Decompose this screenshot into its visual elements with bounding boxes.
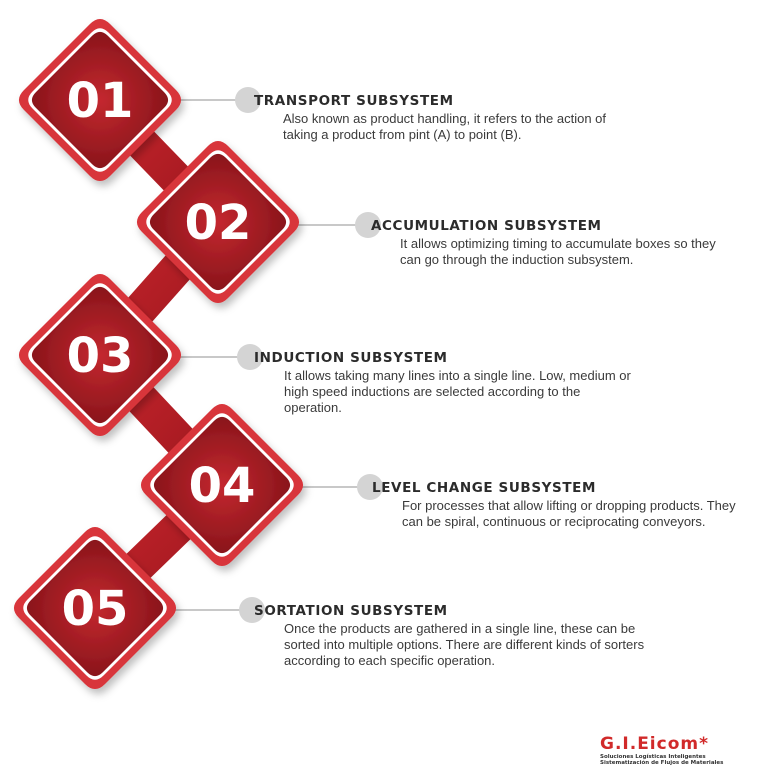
step-title: TRANSPORT SUBSYSTEM [254, 93, 454, 109]
leader-dot [357, 474, 383, 500]
diamond-inner [26, 539, 164, 677]
diamond-inner [153, 416, 291, 554]
description-line: high speed inductions are selected accor… [284, 384, 581, 399]
description-line: can be spiral, continuous or reciprocati… [402, 514, 706, 529]
step-number: 02 [185, 195, 252, 251]
step-description: It allows optimizing timing to accumulat… [400, 236, 716, 268]
description-line: can go through the induction subsystem. [400, 252, 634, 267]
diamond-inner [149, 153, 287, 291]
step-number: 01 [67, 73, 134, 129]
step-description: Once the products are gathered in a sing… [284, 621, 644, 669]
step-diamond-04: 04 [140, 403, 304, 567]
step-number: 05 [62, 581, 129, 637]
step-diamond-02: 02 [136, 140, 300, 304]
step-title: INDUCTION SUBSYSTEM [254, 350, 448, 366]
step-title: LEVEL CHANGE SUBSYSTEM [372, 480, 597, 496]
leader-dot [235, 87, 261, 113]
step-title: ACCUMULATION SUBSYSTEM [371, 218, 602, 234]
step-description: For processes that allow lifting or drop… [402, 498, 736, 530]
company-logo: G.I.Eicom* Soluciones Logísticas Intelig… [598, 734, 778, 766]
description-line: Also known as product handling, it refer… [283, 111, 607, 126]
leader-line-layer [165, 87, 383, 623]
logo-tagline-2: Sistematización de Flujos de Materiales [600, 760, 724, 766]
step-diamond-03: 03 [18, 273, 182, 437]
step-diamond-05: 05 [13, 526, 177, 690]
step-description: It allows taking many lines into a singl… [284, 368, 631, 416]
description-line: operation. [284, 400, 342, 415]
diamond-inner [31, 31, 169, 169]
diamond-layer: 01 02 03 04 05 [13, 18, 304, 690]
description-line: It allows taking many lines into a singl… [284, 368, 631, 383]
logo-name: G.I.Eicom* [600, 734, 709, 754]
description-line: taking a product from pint (A) to point … [283, 127, 522, 142]
step-number: 04 [189, 458, 256, 514]
step-number: 03 [67, 328, 134, 384]
description-line: sorted into multiple options. There are … [284, 637, 645, 652]
leader-dot [237, 344, 263, 370]
leader-dot [355, 212, 381, 238]
step-description: Also known as product handling, it refer… [283, 111, 606, 143]
description-line: It allows optimizing timing to accumulat… [400, 236, 716, 251]
description-line: For processes that allow lifting or drop… [402, 498, 736, 513]
step-diamond-01: 01 [18, 18, 182, 182]
logo-tagline-1: Soluciones Logísticas Inteligentes [600, 754, 706, 760]
step-title: SORTATION SUBSYSTEM [254, 603, 448, 619]
description-line: according to each specific operation. [284, 653, 496, 668]
leader-dot [239, 597, 265, 623]
description-line: Once the products are gathered in a sing… [284, 621, 636, 636]
diamond-inner [31, 286, 169, 424]
